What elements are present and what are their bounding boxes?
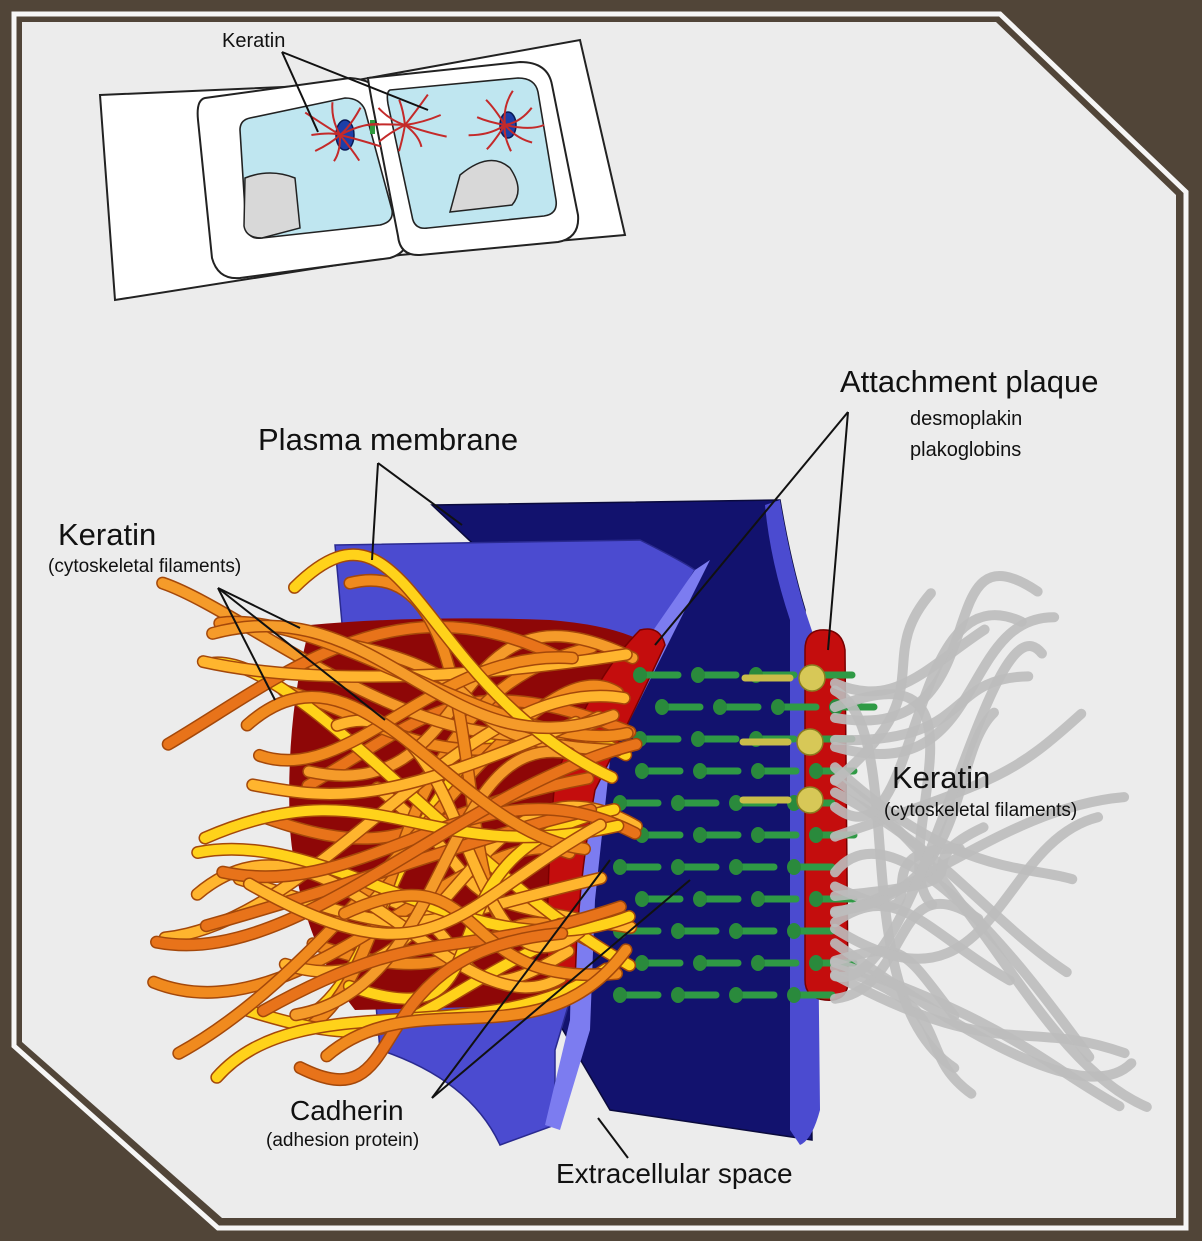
cadherin-sublabel: (adhesion protein) xyxy=(266,1130,419,1151)
desmoplakin-label: desmoplakin xyxy=(910,408,1022,430)
plakoglobins-label: plakoglobins xyxy=(910,439,1021,461)
inset-nucleus-left xyxy=(244,173,300,238)
plasma-membrane-label: Plasma membrane xyxy=(258,422,518,457)
keratin-right-sublabel: (cytoskeletal filaments) xyxy=(884,800,1077,821)
inset-keratin-label: Keratin xyxy=(222,30,285,52)
inset-keratin-strand xyxy=(367,124,405,125)
keratin-left-label: Keratin xyxy=(58,517,156,552)
keratin-left-sublabel: (cytoskeletal filaments) xyxy=(48,556,241,577)
extracellular-space-label: Extracellular space xyxy=(556,1158,793,1189)
attachment-plaque-label: Attachment plaque xyxy=(840,364,1099,399)
inset-junction-mark xyxy=(370,120,375,134)
cadherin-label: Cadherin xyxy=(290,1095,404,1126)
keratin-right-label: Keratin xyxy=(892,760,990,795)
